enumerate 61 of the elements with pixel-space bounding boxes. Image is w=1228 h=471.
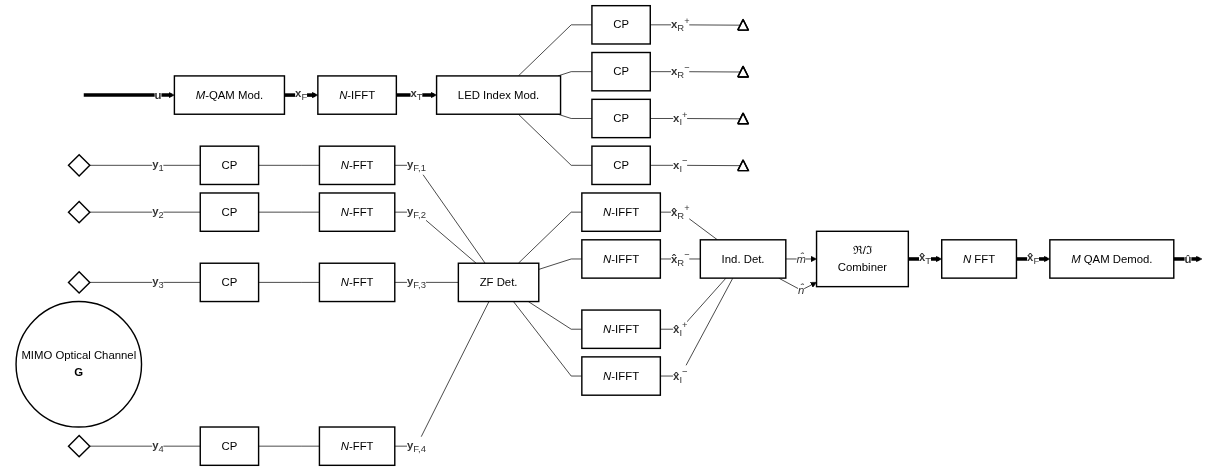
connector-line xyxy=(258,211,320,213)
node-box: M QAM Demod. xyxy=(1049,239,1175,279)
edge-label: x$_{F}$ xyxy=(295,87,308,103)
edge-label: û xyxy=(1184,252,1192,265)
edge-label: y$_{F,2}$ xyxy=(407,204,426,220)
node-box: N-IFFT xyxy=(581,309,662,350)
node-box: N-FFT xyxy=(318,262,396,303)
connector-line xyxy=(258,282,320,283)
arrow xyxy=(1173,255,1203,263)
edge-label: u xyxy=(154,88,162,101)
node-box: ℜ/ℑ Combiner xyxy=(815,230,910,288)
edge-label: y$_{4}$ xyxy=(152,438,164,454)
node-box: CP xyxy=(199,192,260,232)
connector-line xyxy=(394,301,490,447)
node-box: N-IFFT xyxy=(317,75,398,115)
node-box: N-IFFT xyxy=(581,239,662,279)
node-diamond xyxy=(67,200,91,224)
edge-label: y$_{3}$ xyxy=(152,274,164,290)
edge-label: m̂ xyxy=(796,252,806,265)
edge-label: x̂$_{F}$ xyxy=(1027,251,1040,267)
edge-label: x̂$_{T}$ xyxy=(918,251,932,267)
node-box: N-FFT xyxy=(318,192,396,232)
node-box: CP xyxy=(199,145,260,186)
connector-line xyxy=(660,277,727,330)
connector-line xyxy=(89,445,201,447)
edge-label: y$_{F,3}$ xyxy=(407,274,426,290)
connector-line xyxy=(89,282,201,283)
node-circle: MIMO Optical Channel G xyxy=(15,300,143,428)
node-box: CP xyxy=(591,145,651,186)
node-box: CP xyxy=(591,4,651,45)
node-box: N-FFT xyxy=(318,426,396,467)
arrow xyxy=(83,91,175,99)
node-diamond xyxy=(67,434,91,458)
connector-line xyxy=(660,211,718,241)
node-box: M-QAM Mod. xyxy=(173,75,286,115)
edge-label: n̂ xyxy=(798,283,805,296)
node-diamond xyxy=(67,270,91,295)
node-box: N-IFFT xyxy=(581,356,662,396)
connector-line xyxy=(89,164,201,166)
edge-label: y$_{1}$ xyxy=(152,157,164,173)
node-box: N FFT xyxy=(941,239,1018,279)
connector-line xyxy=(660,258,701,260)
edge-label: y$_{F,1}$ xyxy=(407,157,426,173)
node-box: N-IFFT xyxy=(581,192,662,232)
node-box: CP xyxy=(199,426,260,467)
connector-line xyxy=(89,211,201,213)
connector-line xyxy=(660,277,734,377)
connector-line xyxy=(394,164,486,264)
node-box: CP xyxy=(199,262,260,303)
node-box: N-FFT xyxy=(318,145,396,186)
edge-label: y$_{F,4}$ xyxy=(407,438,426,454)
edge-label: x$_{T}$ xyxy=(410,87,423,103)
node-box: CP xyxy=(591,98,651,139)
edge-label: y$_{2}$ xyxy=(152,204,164,220)
node-box: LED Index Mod. xyxy=(435,75,562,115)
connector-line xyxy=(258,164,320,166)
node-box: Ind. Det. xyxy=(699,239,787,279)
node-box: ZF Det. xyxy=(457,262,540,303)
node-diamond xyxy=(67,153,91,177)
node-box: CP xyxy=(591,51,651,92)
connector-line xyxy=(258,445,320,447)
